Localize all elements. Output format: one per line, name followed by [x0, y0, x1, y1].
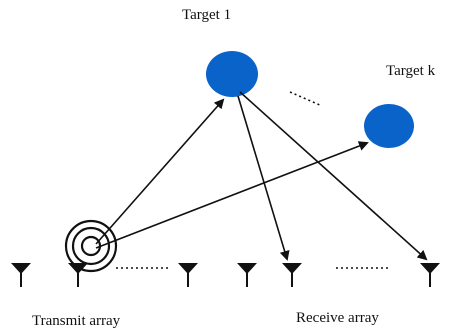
transmit-path-to-target-k	[95, 141, 369, 249]
transmit-path-to-target-1	[95, 98, 225, 245]
transmit-antenna-3-icon	[178, 263, 198, 287]
target-k-circle	[364, 104, 414, 148]
receive-antenna-1-icon	[282, 263, 302, 287]
receive-array-label: Receive array	[296, 310, 379, 326]
transmit-antenna-4-icon	[237, 263, 257, 287]
transmit-wave-rings	[64, 219, 118, 273]
receive-antenna-n-icon	[420, 263, 440, 287]
reflection-path-to-receiver-n	[239, 91, 428, 261]
targets-ellipsis	[289, 91, 323, 107]
target-1-label: Target 1	[182, 7, 232, 23]
transmit-antenna-2-icon	[68, 263, 88, 287]
target-k-label: Target k	[386, 63, 436, 79]
transmit-array-label: Transmit array	[32, 313, 121, 329]
target-1-circle	[206, 51, 258, 97]
reflection-path-to-receiver-1	[237, 95, 290, 261]
transmit-antenna-1-icon	[11, 263, 31, 287]
